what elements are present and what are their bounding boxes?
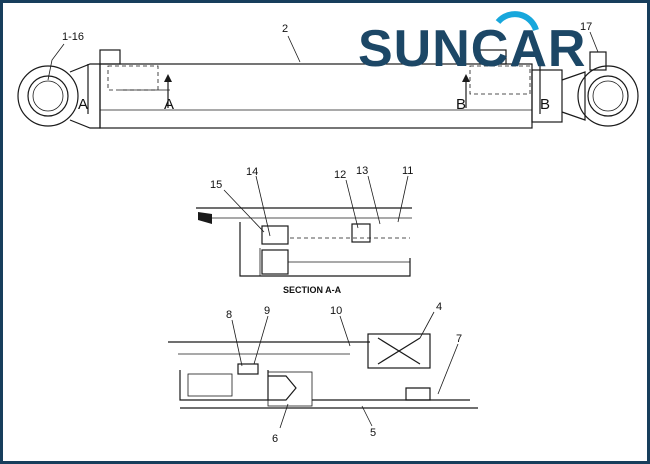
marker-b-left: B xyxy=(456,96,466,113)
marker-a-right: A xyxy=(164,96,174,113)
leader-12 xyxy=(345,179,359,229)
callout-6: 6 xyxy=(272,433,278,445)
leader-9 xyxy=(253,315,269,365)
leader-7 xyxy=(437,343,459,395)
left-internal-detail xyxy=(107,65,159,91)
callout-10: 10 xyxy=(330,305,342,317)
right-eye-outer xyxy=(577,65,639,127)
marker-a-left: A xyxy=(78,96,88,113)
left-eye-inner xyxy=(27,75,69,117)
logo-text: SUNCAR xyxy=(358,20,586,78)
section-b-bearing-box xyxy=(367,333,431,369)
leader-5 xyxy=(361,405,373,427)
callout-4: 4 xyxy=(436,301,442,313)
section-a-seal-block xyxy=(261,249,289,275)
leader-11 xyxy=(397,175,409,223)
rod-head xyxy=(531,69,563,123)
section-a-body xyxy=(239,222,411,277)
leader-8 xyxy=(231,319,243,367)
section-a-caption: SECTION A-A xyxy=(283,285,342,295)
section-a-a-view xyxy=(196,175,412,277)
callout-9: 9 xyxy=(264,305,270,317)
section-b-gland-inner xyxy=(187,373,233,397)
leader-2 xyxy=(287,35,301,63)
leader-6 xyxy=(279,403,289,429)
leader-10 xyxy=(339,315,351,347)
section-b-arrow xyxy=(462,74,470,82)
right-eye-inner xyxy=(587,75,629,117)
cylinder-main-view xyxy=(17,31,639,129)
leader-17 xyxy=(589,31,599,53)
callout-13: 13 xyxy=(356,165,368,177)
callout-17: 17 xyxy=(580,21,592,33)
callout-14: 14 xyxy=(246,166,258,178)
left-port-block xyxy=(99,49,121,65)
section-b-end-seal xyxy=(405,387,431,401)
callout-12: 12 xyxy=(334,169,346,181)
callout-5: 5 xyxy=(370,427,376,439)
left-eye-bore xyxy=(32,80,64,112)
callout-7: 7 xyxy=(456,333,462,345)
marker-b-right: B xyxy=(540,96,550,113)
logo-accent-arc xyxy=(495,11,539,32)
leader-13 xyxy=(367,175,381,225)
section-b-view xyxy=(168,311,478,429)
section-a-seal-cap xyxy=(198,212,212,224)
callout-8: 8 xyxy=(226,309,232,321)
right-internal-detail xyxy=(469,65,531,95)
leader-15 xyxy=(223,189,265,233)
section-b-piston xyxy=(267,371,313,407)
left-eye-outer xyxy=(17,65,79,127)
leader-1-16 xyxy=(47,43,65,81)
leader-4 xyxy=(419,311,435,339)
callout-2: 2 xyxy=(282,23,288,35)
rod-head-taper xyxy=(561,71,586,121)
callout-1-16: 1-16 xyxy=(62,31,84,43)
right-eye-bore xyxy=(592,80,624,112)
callout-11: 11 xyxy=(402,165,413,177)
section-a-arrow xyxy=(164,74,172,82)
callout-15: 15 xyxy=(210,179,222,191)
leader-14 xyxy=(255,175,271,237)
suncar-logo: SUNCAR xyxy=(358,11,586,78)
right-port-block xyxy=(479,49,507,65)
section-b-seal-ring xyxy=(237,363,259,375)
section-b-nose xyxy=(268,375,297,401)
section-a-ring xyxy=(351,223,371,243)
section-a-wiper xyxy=(261,225,289,245)
section-b-bearing-cross xyxy=(377,337,421,365)
